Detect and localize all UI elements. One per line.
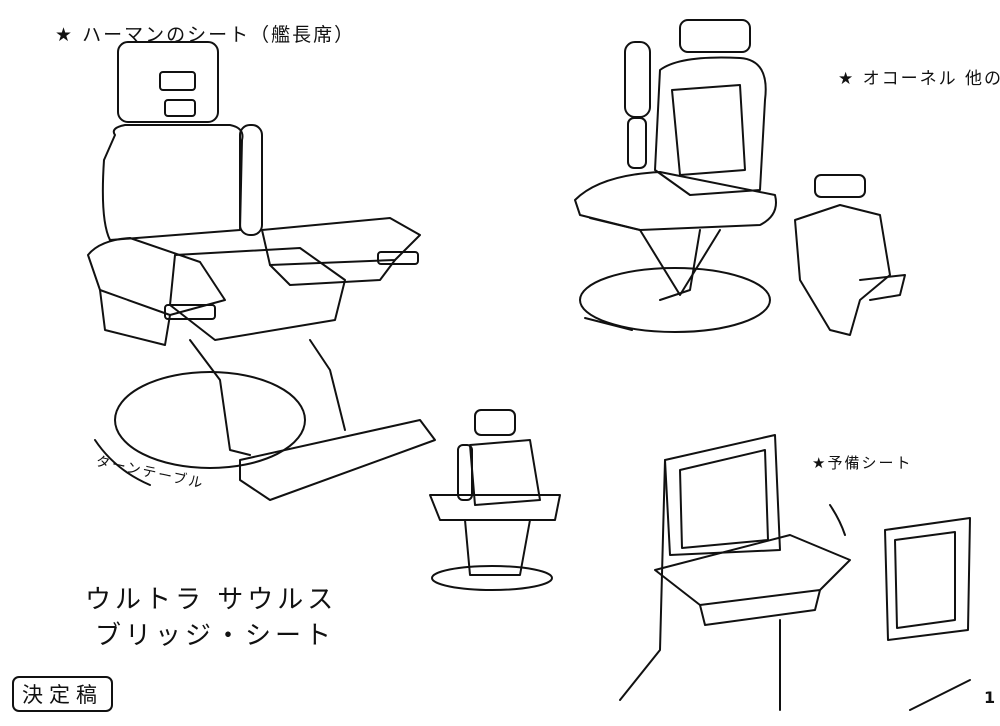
- captain-seat-drawing: [87, 41, 436, 501]
- rear-view-seat-drawing: [429, 409, 561, 591]
- sheet-title-line2: ブリッジ・シート: [95, 621, 336, 651]
- crew-seat-label: ★ オコーネル 他のシ: [838, 69, 1000, 89]
- captain-seat-label: ★ ハーマンのシート（艦長席）: [55, 24, 356, 46]
- page-number: 1: [984, 688, 996, 707]
- crew-seat-drawing: [574, 19, 906, 336]
- final-draft-stamp: 決定稿: [12, 676, 113, 712]
- sheet-title-line1: ウルトラ サウルス: [85, 585, 338, 615]
- spare-seat-label: ★予備シート: [812, 454, 913, 472]
- spare-seat-drawing: [619, 434, 971, 711]
